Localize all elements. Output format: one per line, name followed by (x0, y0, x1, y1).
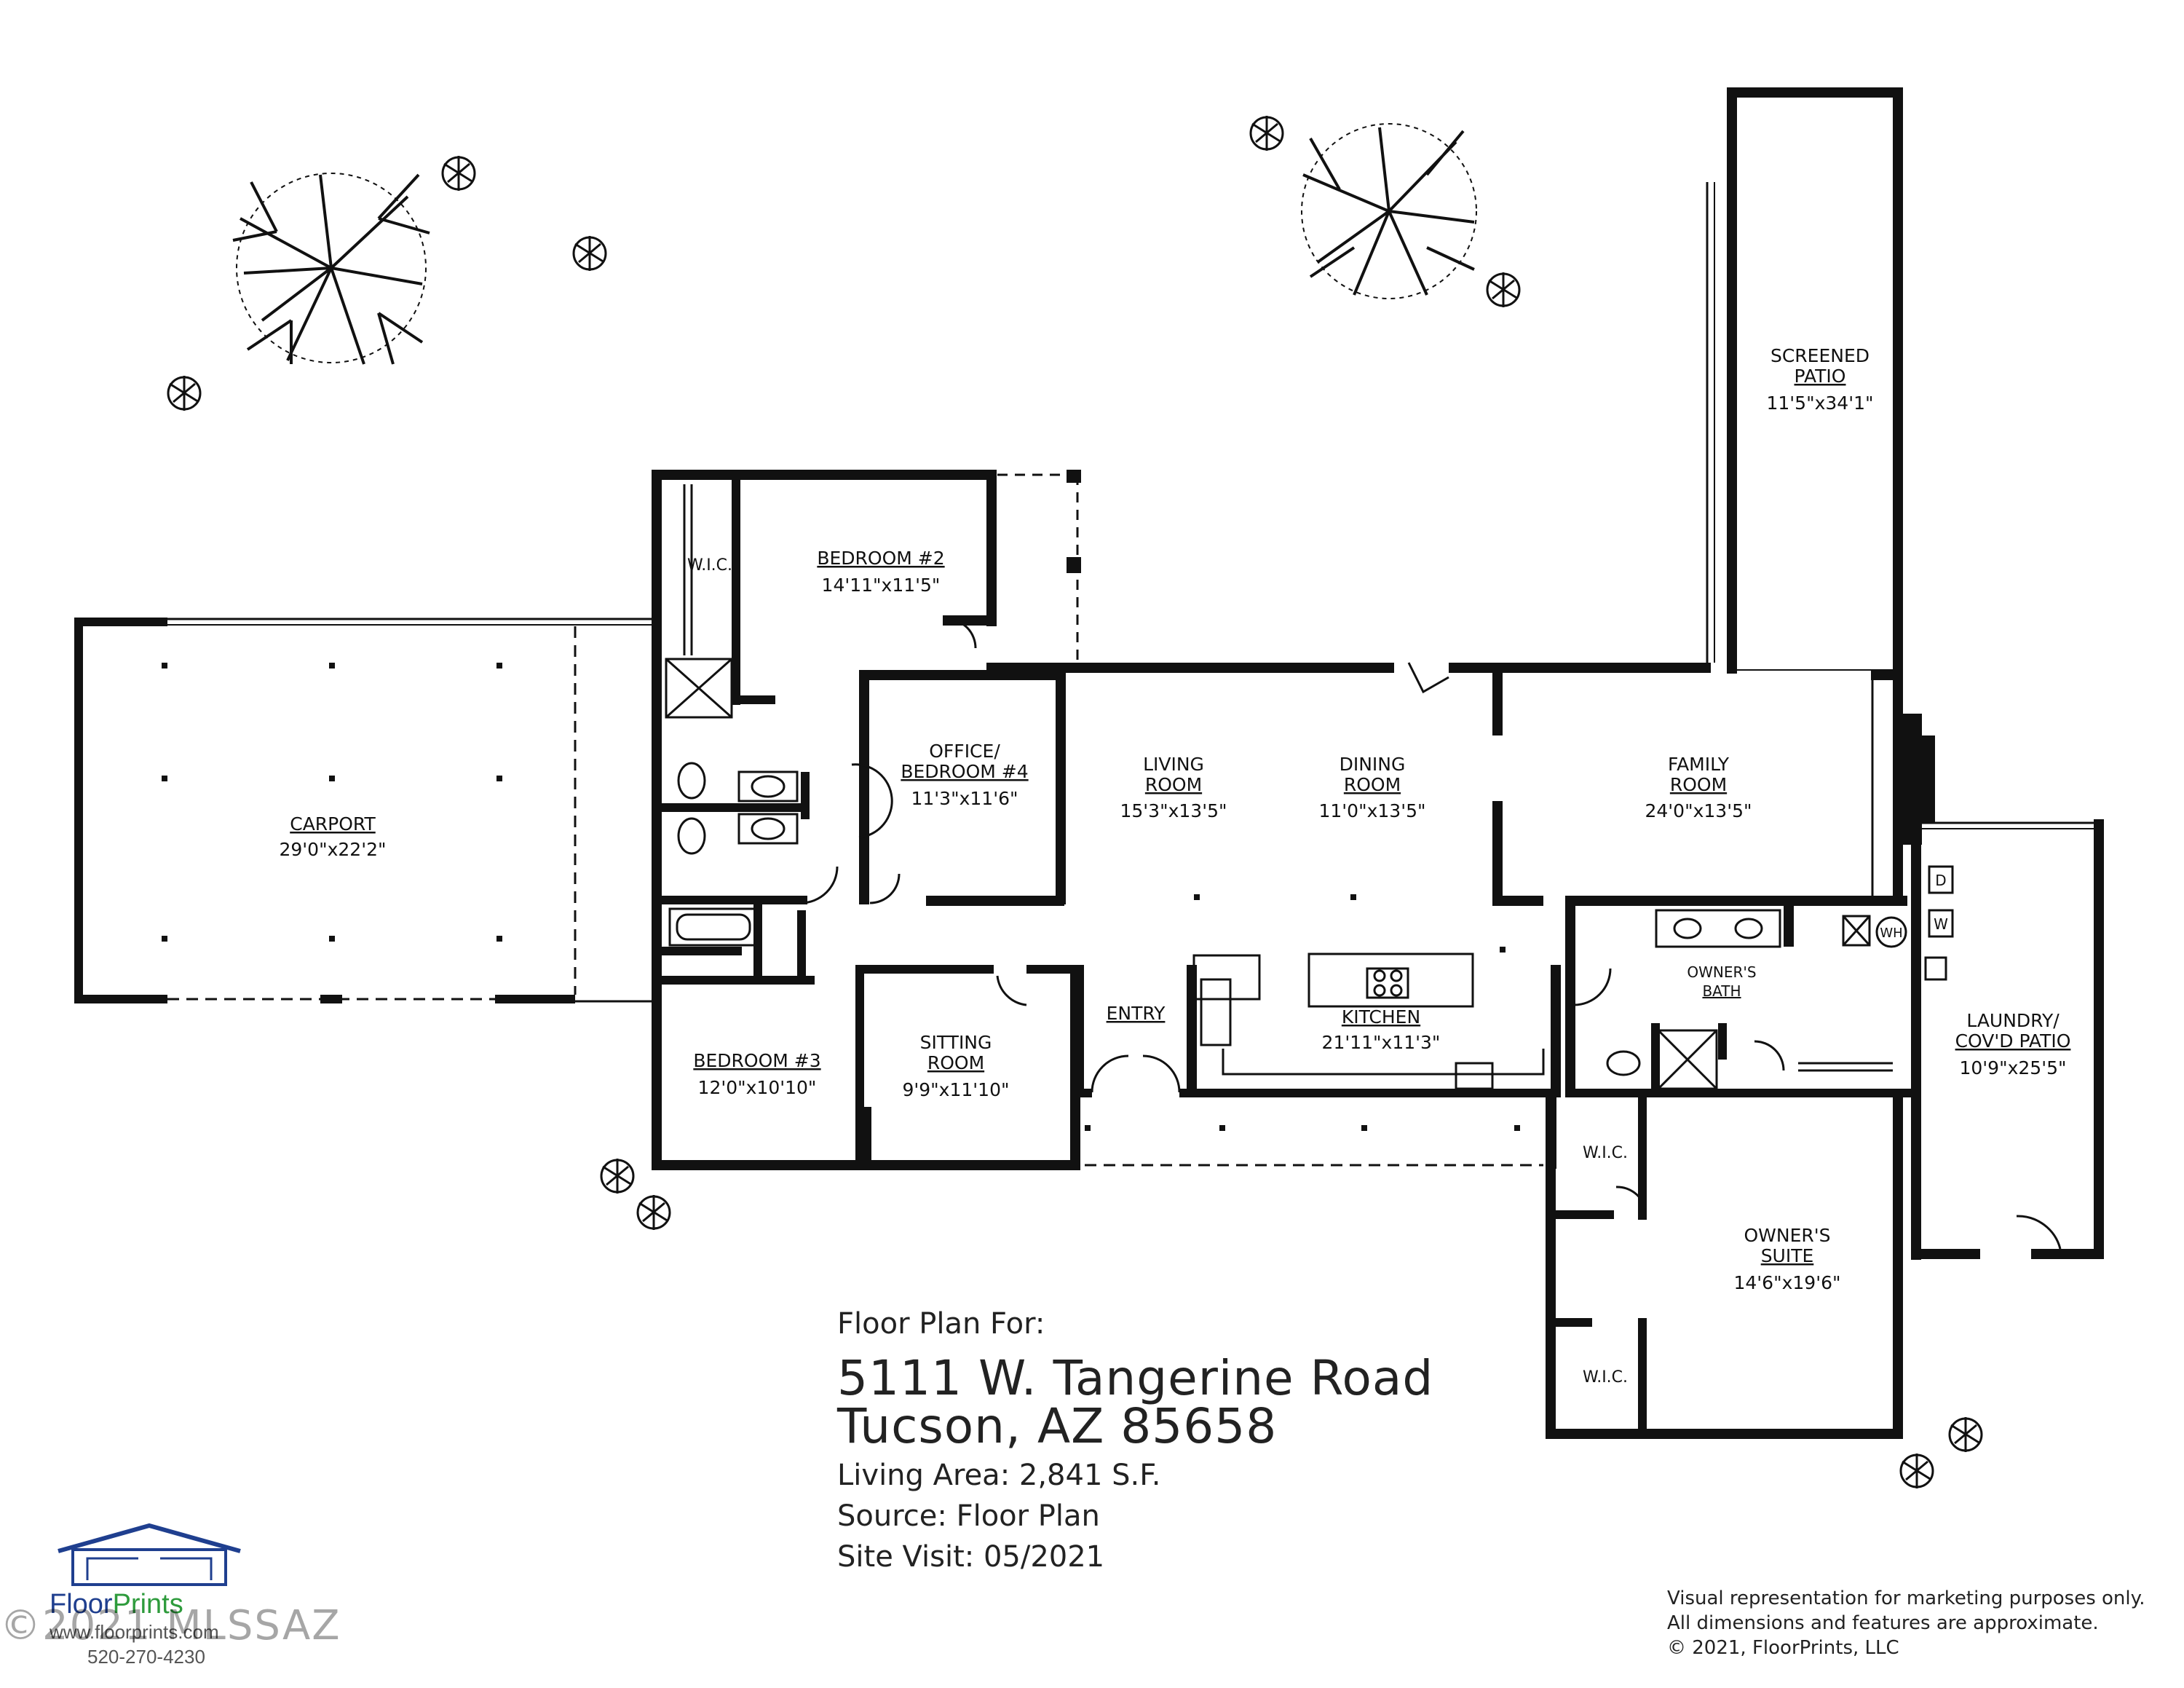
screened-name-2: PATIO (1795, 366, 1846, 387)
dining-name-2: ROOM (1344, 774, 1401, 795)
kitchen-size: 21'11"x11'3" (1322, 1032, 1441, 1053)
source: Source: Floor Plan (837, 1499, 1100, 1533)
disclaimer-line-2: All dimensions and features are approxim… (1667, 1612, 2099, 1634)
wic-suite1-label: W.I.C. (1583, 1144, 1628, 1162)
wic-top-label: W.I.C. (687, 556, 732, 575)
room-labels: W.I.C. BEDROOM #2 14'11"x11'5" CARPORT 2… (280, 345, 2071, 1387)
family-name-1: FAMILY (1668, 754, 1730, 775)
bedroom2-name: BEDROOM #2 (817, 548, 944, 569)
logo-brand: FloorPrints (50, 1589, 183, 1620)
screened-size: 11'5"x34'1" (1767, 393, 1874, 414)
sitting-size: 9'9"x11'10" (903, 1079, 1010, 1100)
property-info: Floor Plan For: 5111 W. Tangerine Road T… (837, 1304, 1433, 1577)
house-walls (652, 87, 2104, 1439)
laundry-size: 10'9"x25'5" (1960, 1057, 2067, 1078)
laundry-name-2: COV'D PATIO (1955, 1030, 2071, 1052)
disclaimer: Visual representation for marketing purp… (1667, 1586, 2145, 1660)
mls-watermark: ©2021 MLSSAZ (0, 1602, 341, 1649)
info-heading: Floor Plan For: (837, 1307, 1045, 1341)
office-name-2: BEDROOM #4 (901, 761, 1028, 782)
disclaimer-line-3: © 2021, FloorPrints, LLC (1667, 1637, 1899, 1659)
shrub-icons (167, 116, 1983, 1488)
house-logo-icon (58, 1523, 241, 1586)
bedroom3-name: BEDROOM #3 (693, 1050, 820, 1071)
owners-suite-name-1: OWNER'S (1744, 1225, 1830, 1246)
bedroom3-size: 12'0"x10'10" (698, 1077, 817, 1098)
logo-website: www.floorprints.com (50, 1621, 219, 1643)
site-visit: Site Visit: 05/2021 (837, 1540, 1105, 1574)
owners-bath-name-2: BATH (1702, 982, 1741, 1000)
address-line-1: 5111 W. Tangerine Road (837, 1350, 1434, 1406)
address-line-2: Tucson, AZ 85658 (837, 1398, 1278, 1454)
tree-icon-large-left (232, 173, 430, 365)
logo-phone: 520-270-4230 (87, 1646, 205, 1668)
carport-name: CARPORT (290, 813, 376, 835)
sitting-name-2: ROOM (927, 1052, 984, 1073)
owners-bath-name-1: OWNER'S (1687, 963, 1756, 981)
dryer-label: D (1935, 872, 1946, 889)
entry-name: ENTRY (1107, 1003, 1166, 1024)
tree-icon-large-center (1301, 123, 1477, 299)
living-area: Living Area: 2,841 S.F. (837, 1459, 1161, 1492)
living-name-2: ROOM (1145, 774, 1202, 795)
owners-suite-name-2: SUITE (1761, 1245, 1814, 1266)
carport-size: 29'0"x22'2" (280, 839, 387, 860)
kitchen-name: KITCHEN (1342, 1006, 1420, 1028)
living-size: 15'3"x13'5" (1120, 800, 1227, 821)
office-size: 11'3"x11'6" (911, 788, 1018, 809)
family-name-2: ROOM (1670, 774, 1727, 795)
wic-suite2-label: W.I.C. (1583, 1368, 1628, 1387)
laundry-name-1: LAUNDRY/ (1966, 1010, 2060, 1031)
dining-name-1: DINING (1340, 754, 1406, 775)
owners-suite-size: 14'6"x19'6" (1734, 1272, 1841, 1293)
carport-structure (74, 618, 655, 1003)
sitting-name-1: SITTING (920, 1032, 992, 1053)
screened-name-1: SCREENED (1770, 345, 1870, 366)
water-heater-label: WH (1880, 926, 1902, 941)
family-size: 24'0"x13'5" (1645, 800, 1752, 821)
floorprints-logo: FloorPrints www.floorprints.com 520-270-… (44, 1522, 262, 1675)
office-name-1: OFFICE/ (929, 741, 1000, 762)
bedroom2-size: 14'11"x11'5" (822, 575, 941, 596)
dining-size: 11'0"x13'5" (1319, 800, 1426, 821)
fixtures (665, 484, 2062, 1250)
living-name-1: LIVING (1143, 754, 1204, 775)
disclaimer-line-1: Visual representation for marketing purp… (1667, 1588, 2145, 1609)
washer-label: W (1934, 915, 1948, 933)
